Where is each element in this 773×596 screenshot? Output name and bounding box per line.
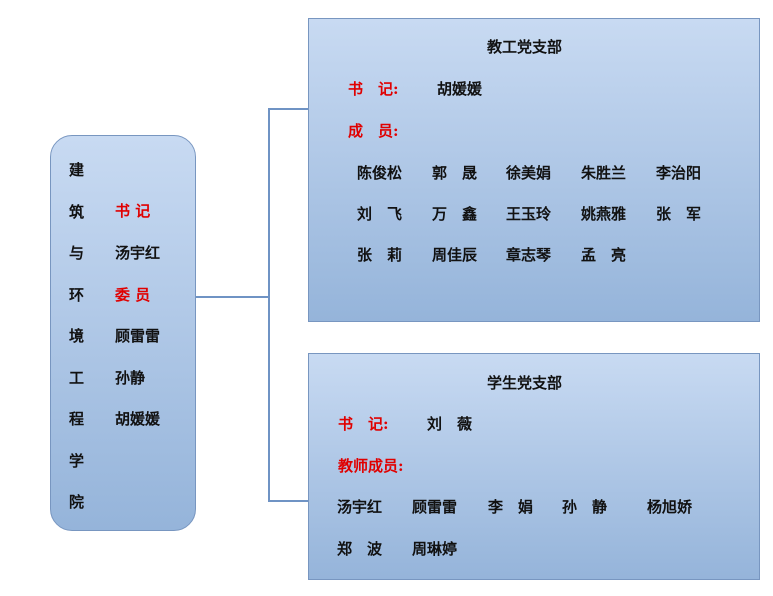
- faculty-member: 徐美娟: [506, 164, 552, 182]
- faculty-member: 王玉玲: [506, 205, 552, 223]
- faculty-branch-box: 教工党支部 书 记: 胡媛媛 成 员: 陈俊松 郭 晟 徐美娟 朱胜兰 李治阳刘 飞 万 …: [308, 18, 760, 322]
- college-secretary: 汤宇红: [115, 244, 161, 262]
- faculty-secretary: 胡媛媛: [437, 80, 483, 98]
- college-name-char: 学: [69, 451, 85, 470]
- college-member: 胡媛媛: [115, 410, 161, 428]
- faculty-member: 陈俊松: [357, 164, 403, 182]
- faculty-member: 张 莉: [357, 246, 403, 264]
- college-name-char: 院: [69, 493, 85, 511]
- student-teacher-member: 顾雷雷: [412, 498, 458, 516]
- faculty-member: 张 军: [656, 205, 702, 223]
- college-member: 孙静: [115, 369, 146, 387]
- faculty-member: 万 鑫: [432, 205, 478, 223]
- college-name-char: 筑: [69, 202, 85, 221]
- faculty-member: 朱胜兰: [581, 164, 627, 182]
- college-member: 顾雷雷: [115, 327, 161, 345]
- college-box: 建筑与环境工程学院 书 记 汤宇红 委 员 顾雷雷 孙静 胡媛媛: [50, 135, 196, 531]
- college-name-char: 建: [69, 161, 85, 179]
- college-members-label: 委 员: [115, 286, 151, 304]
- student-teacher-member: 李 娟: [488, 498, 534, 516]
- faculty-secretary-label: 书 记:: [348, 80, 399, 98]
- college-name-char: 环: [69, 285, 85, 304]
- connector: [268, 108, 270, 501]
- faculty-members-label: 成 员:: [348, 122, 399, 140]
- student-teacher-member: 杨旭娇: [647, 498, 693, 516]
- faculty-member: 周佳辰: [432, 246, 478, 264]
- student-teacher-member: 孙 静: [562, 498, 608, 516]
- faculty-member: 郭 晟: [432, 164, 478, 182]
- student-branch-title: 学生党支部: [487, 374, 563, 392]
- student-teacher-member: 汤宇红: [337, 498, 383, 516]
- faculty-branch-title: 教工党支部: [487, 38, 563, 56]
- student-teacher-member: 郑 波: [337, 540, 383, 558]
- college-name-char: 境: [69, 327, 85, 345]
- college-name-char: 与: [69, 244, 85, 262]
- student-teacher-member: 周琳婷: [412, 540, 458, 558]
- student-secretary: 刘 薇: [427, 415, 473, 433]
- student-members-label: 教师成员:: [338, 457, 404, 475]
- faculty-member: 李治阳: [656, 164, 702, 182]
- connector: [268, 500, 308, 502]
- college-name-char: 程: [69, 410, 85, 428]
- connector: [195, 296, 269, 298]
- faculty-member: 孟 亮: [581, 246, 627, 264]
- college-name-char: 工: [69, 368, 85, 387]
- faculty-member: 章志琴: [506, 246, 552, 264]
- faculty-member: 刘 飞: [357, 205, 403, 223]
- student-branch-box: 学生党支部 书 记: 刘 薇 教师成员: 汤宇红 顾雷雷 李 娟 孙 静 杨旭娇郑 波 周…: [308, 353, 760, 580]
- faculty-member: 姚燕雅: [581, 205, 627, 223]
- student-secretary-label: 书 记:: [338, 415, 389, 433]
- connector: [268, 108, 308, 110]
- college-secretary-label: 书 记: [115, 202, 151, 220]
